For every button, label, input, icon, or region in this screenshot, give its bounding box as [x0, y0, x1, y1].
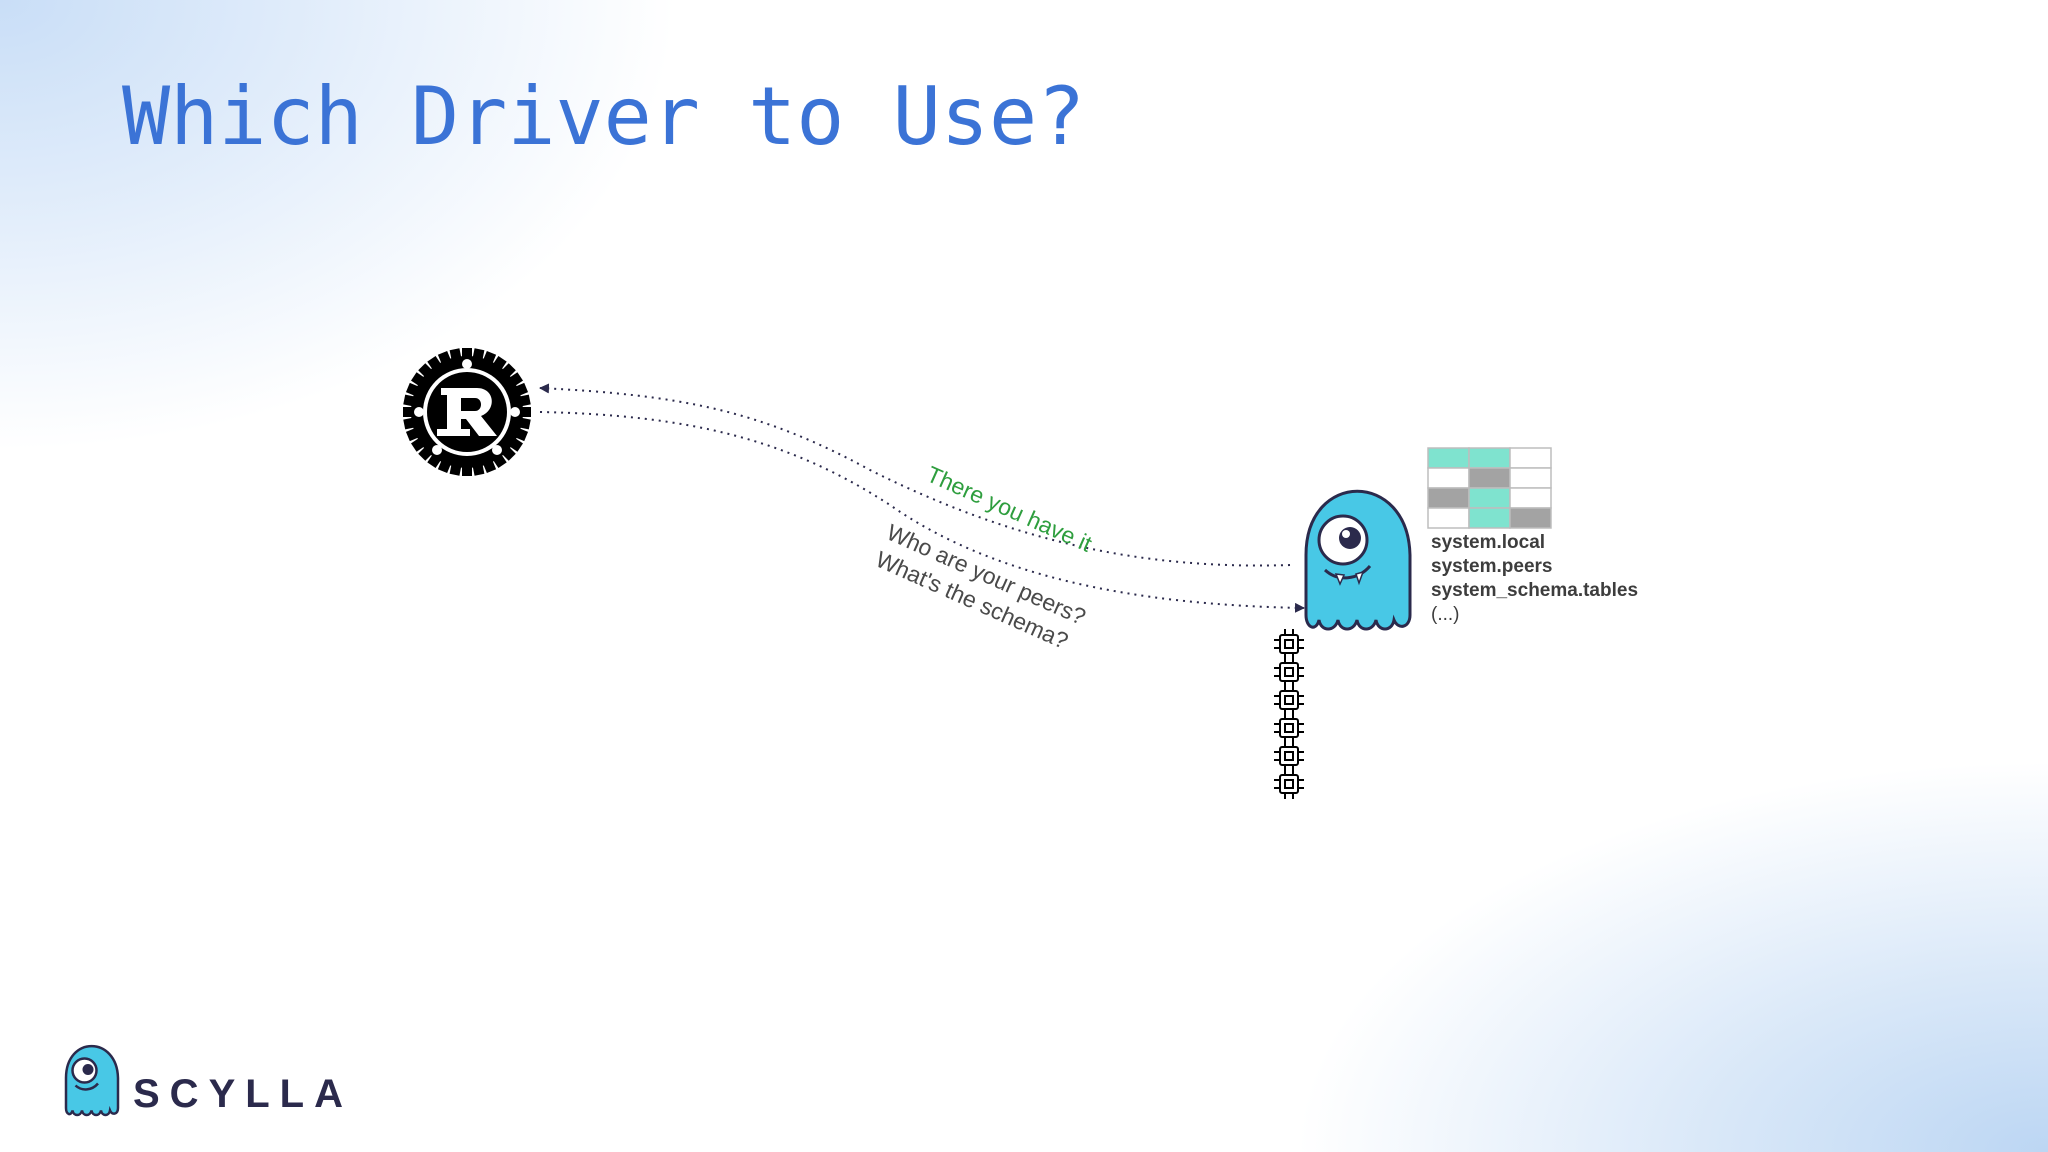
table-name-ellipsis: (...): [1431, 604, 1460, 625]
gear-tooth: [462, 462, 472, 476]
gear-tooth: [462, 348, 472, 362]
scylla-wordmark: SCYLLA: [133, 1072, 353, 1116]
scylla-mascot-icon: [1304, 489, 1412, 631]
table-name: system_schema.tables: [1431, 580, 1639, 601]
table-name: system.local: [1431, 532, 1546, 553]
cpu-chip-column: [1274, 629, 1304, 799]
cpu-chip-icon: [1274, 713, 1304, 743]
response-arrow: [539, 383, 1291, 567]
rust-logo-icon: [403, 348, 531, 476]
cpu-chip-icon: [1274, 629, 1304, 659]
table-name: system.peers: [1431, 556, 1553, 577]
data-table-icon: [1427, 447, 1552, 529]
system-tables-list: system.local system.peers system_schema.…: [1431, 531, 1638, 627]
cpu-chip-icon: [1274, 657, 1304, 687]
cpu-chip-icon: [1274, 685, 1304, 715]
slide-title: Which Driver to Use?: [122, 70, 1086, 163]
cpu-chip-icon: [1274, 741, 1304, 771]
scylla-logo-mascot-icon: [64, 1044, 120, 1117]
cpu-chip-icon: [1274, 769, 1304, 799]
